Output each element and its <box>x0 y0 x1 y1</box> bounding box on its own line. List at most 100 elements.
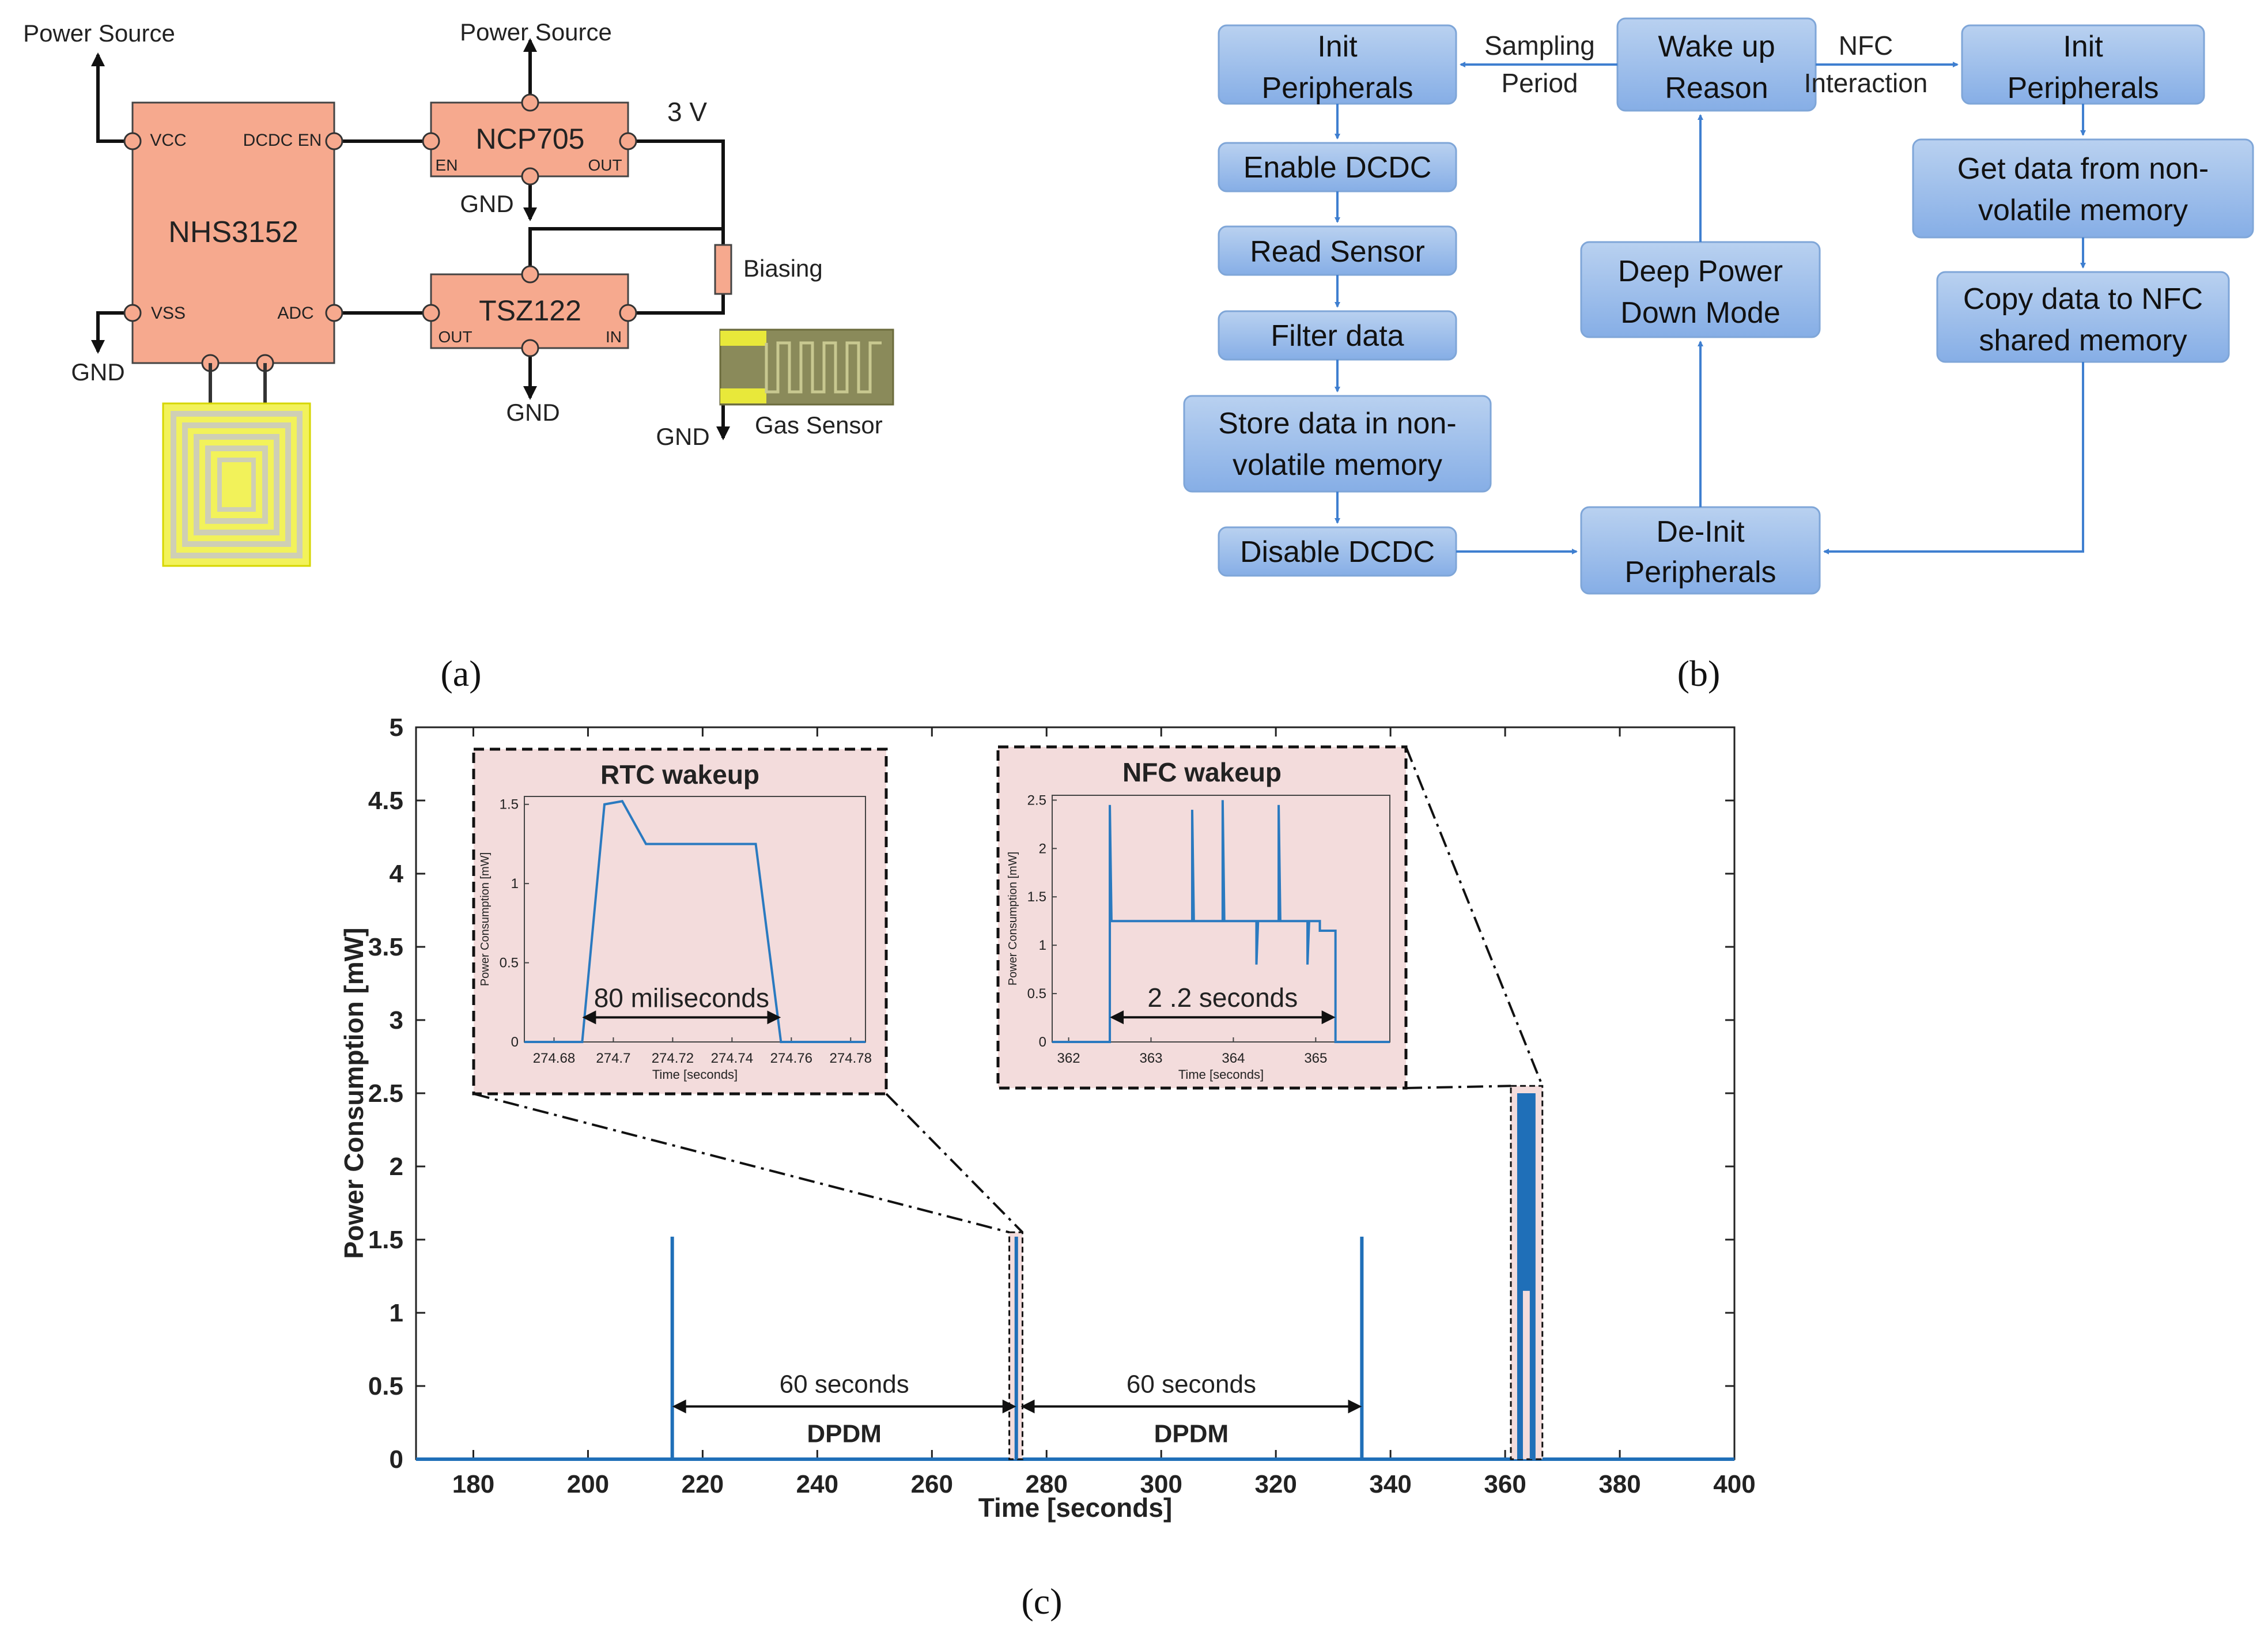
fc-left-2-label: Read Sensor <box>1250 235 1425 269</box>
pin-out-amp-label: OUT <box>438 328 472 346</box>
panel-a-circuit: NHS3152 VCC DCDC EN VSS ADC NCP705 EN OU… <box>23 18 894 694</box>
nfc-inset-plot-frame <box>1052 795 1390 1043</box>
pin-out-reg <box>619 132 637 150</box>
fc-right-0-line1: Init <box>2063 30 2103 63</box>
nfc-inset-y-tick-label-0: 0 <box>1039 1034 1046 1050</box>
x-tick-label-400: 400 <box>1713 1470 1755 1498</box>
caption-c: (c) <box>1021 1581 1062 1622</box>
voltage-label: 3 V <box>667 97 707 127</box>
nfc-inset-y-tick-label-2: 1 <box>1039 938 1046 953</box>
rtc-inset-ann-arrowhead-left <box>582 1010 596 1025</box>
annotation-sub-1: DPDM <box>1154 1420 1229 1448</box>
fc-left-4-line2: volatile memory <box>1233 448 1442 482</box>
x-tick-label-300: 300 <box>1140 1470 1182 1498</box>
x-tick-label-200: 200 <box>567 1470 609 1498</box>
series-nfc-burst <box>1517 1093 1536 1459</box>
rtc-inset-x-tick-label-2: 274.72 <box>652 1051 694 1066</box>
rtc-inset-x-tick-label-3: 274.74 <box>711 1051 753 1066</box>
y-tick-label-0.5: 0.5 <box>368 1372 403 1400</box>
nfc-inset-ann-text: 2 .2 seconds <box>1147 983 1298 1013</box>
y-tick-label-1.5: 1.5 <box>368 1226 403 1254</box>
rtc-inset-y-tick-label-3: 1.5 <box>500 797 519 813</box>
wire-amp-in <box>628 294 725 315</box>
nfc-inset-x-tick-label-0: 362 <box>1057 1051 1080 1066</box>
pin-dcdc-en-label: DCDC EN <box>243 131 322 150</box>
gnd-label-amp: GND <box>506 399 560 426</box>
y-tick-label-1: 1 <box>390 1299 403 1327</box>
nfc-inset-x-tick-label-3: 365 <box>1304 1051 1327 1066</box>
pin-vss <box>123 304 142 322</box>
rtc-inset-y-tick-label-1: 0.5 <box>500 956 519 971</box>
fc-left-5-label: Disable DCDC <box>1240 535 1435 569</box>
rtc-inset-ann-text: 80 miliseconds <box>594 983 769 1013</box>
nfc-inset-series-line <box>1052 800 1390 1043</box>
fc-right-2-line2: shared memory <box>1979 324 2187 357</box>
rtc-inset-y-axis-label: Power Consumption [mW] <box>479 852 492 986</box>
zoom-guide-rtc-left <box>473 1093 1010 1234</box>
y-tick-label-4.5: 4.5 <box>368 787 403 815</box>
nfc-inset-ann-arrowhead-left <box>1110 1010 1124 1025</box>
nfc-coil-icon <box>162 363 311 567</box>
nfc-inset-y-axis-label: Power Consumption [mW] <box>1007 852 1019 985</box>
y-tick-label-3.5: 3.5 <box>368 933 403 961</box>
pin-reg-gnd <box>521 167 539 186</box>
pin-adc <box>325 304 343 322</box>
fc-right-1-line1: Get data from non- <box>1957 152 2209 186</box>
nfc-inset-x-tick-label-1: 363 <box>1139 1051 1162 1066</box>
y-tick-label-0: 0 <box>390 1445 403 1474</box>
pin-dcdc-en <box>325 132 343 150</box>
wire-vss-gnd <box>91 311 133 354</box>
pin-vcc <box>123 132 142 150</box>
y-tick-label-5: 5 <box>390 713 403 742</box>
gnd-label-vss: GND <box>71 358 124 386</box>
biasing-resistor <box>714 244 732 295</box>
rtc-inset-x-axis-label: Time [seconds] <box>652 1067 738 1082</box>
gas-sensor-label: Gas Sensor <box>755 411 883 439</box>
fc-left-1-label: Enable DCDC <box>1243 151 1432 184</box>
fc-edge-sampling-line1: Sampling <box>1484 31 1595 61</box>
fc-edge-sampling-line2: Period <box>1502 68 1578 98</box>
y-tick-label-3: 3 <box>390 1006 403 1034</box>
y-tick-label-2: 2 <box>390 1153 403 1181</box>
fc-right-0-line2: Peripherals <box>2007 71 2159 105</box>
chip-ncp705-label: NCP705 <box>476 123 585 155</box>
rtc-inset-y-tick-label-0: 0 <box>511 1034 519 1050</box>
zoom-guide-rtc-right <box>885 1093 1023 1233</box>
wire-3v-rail <box>628 139 725 249</box>
nfc-inset-y-tick-label-1: 0.5 <box>1027 986 1046 1002</box>
nfc-inset-y-tick-label-3: 1.5 <box>1027 889 1046 905</box>
pin-in <box>619 304 637 322</box>
fc-mid-1-line2: Down Mode <box>1620 296 1780 330</box>
x-tick-label-260: 260 <box>911 1470 953 1498</box>
caption-b: (b) <box>1677 653 1721 694</box>
annotation-arrowhead-left-1 <box>1020 1399 1035 1414</box>
gnd-label-reg: GND <box>460 190 513 217</box>
x-tick-label-380: 380 <box>1598 1470 1640 1498</box>
fc-arrow-r2-deinit <box>1823 362 2084 554</box>
pin-vcc-label: VCC <box>150 131 186 150</box>
pin-vss-label: VSS <box>151 304 186 323</box>
gnd-label-sensor: GND <box>656 423 709 450</box>
nfc-inset-y-tick-label-4: 2 <box>1039 841 1046 856</box>
nfc-inset-title: NFC wakeup <box>1122 757 1282 787</box>
pin-in-label: IN <box>606 328 622 346</box>
pin-out-reg-label: OUT <box>588 156 622 174</box>
annotation-text-1: 60 seconds <box>1127 1370 1256 1399</box>
caption-a: (a) <box>440 653 481 694</box>
fc-mid-1-line1: Deep Power <box>1618 255 1783 288</box>
nfc-inset-x-tick-label-2: 364 <box>1222 1051 1245 1066</box>
x-tick-label-320: 320 <box>1254 1470 1296 1498</box>
y-axis-label: Power Consumption [mW] <box>339 928 369 1259</box>
fc-left-0-line1: Init <box>1317 30 1358 63</box>
rtc-inset-y-tick-label-2: 1 <box>511 876 519 892</box>
pin-amp-supply <box>521 265 539 284</box>
rtc-inset-x-tick-label-1: 274.7 <box>596 1051 630 1066</box>
rtc-inset-plot-frame <box>524 796 866 1043</box>
fc-mid-0-line2: Reason <box>1665 71 1768 105</box>
